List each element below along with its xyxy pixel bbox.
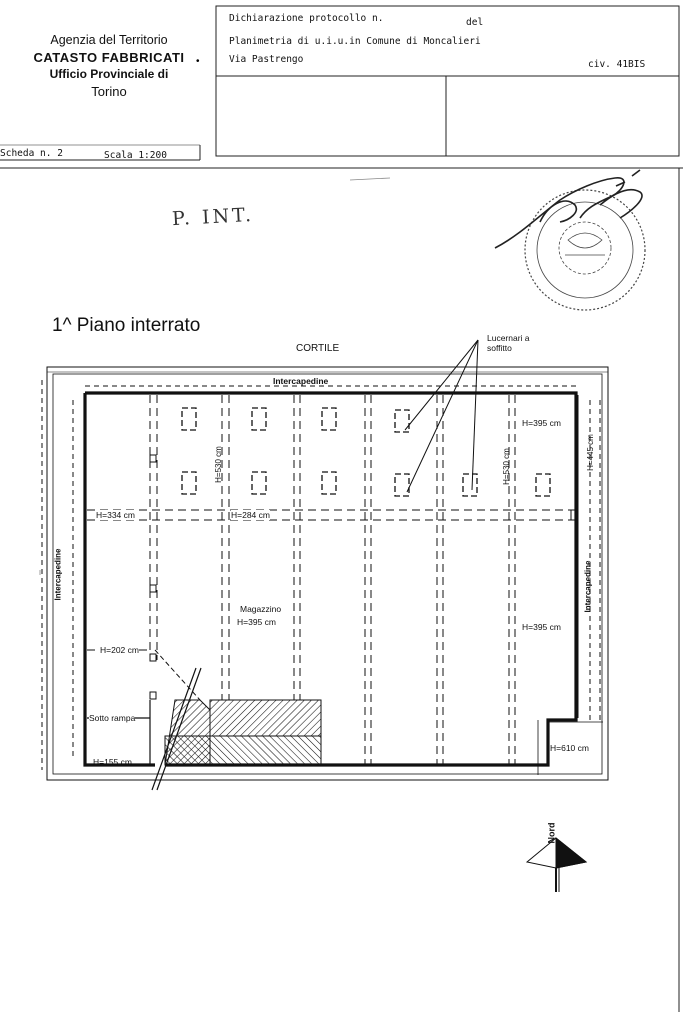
beam-lines-vertical bbox=[149, 395, 516, 765]
building-walls bbox=[46, 366, 609, 781]
header-frame bbox=[0, 5, 683, 1012]
official-stamp bbox=[524, 189, 646, 311]
header-dot: • bbox=[196, 56, 200, 67]
pillars bbox=[149, 454, 578, 700]
lucernari-label: Lucernari a bbox=[487, 333, 530, 343]
intercapedine-top-label: Intercapedine bbox=[273, 376, 329, 386]
catasto-title: CATASTO FABBRICATI bbox=[33, 50, 185, 65]
height-155: H=155 cm bbox=[93, 757, 132, 767]
beam-lines-horizontal bbox=[87, 509, 575, 651]
height-445: H=445 cm bbox=[585, 434, 595, 471]
intercapedine-right-label: Intercapedine bbox=[583, 560, 593, 613]
intercapedine-left-label: Intercapedine bbox=[53, 548, 63, 601]
cortile-label: CORTILE bbox=[296, 343, 340, 354]
height-395-top: H=395 cm bbox=[522, 418, 561, 428]
sotto-rampa-label: Sotto rampa bbox=[89, 713, 136, 723]
skylights bbox=[181, 407, 551, 497]
soffitto-label: soffitto bbox=[487, 343, 512, 353]
skylight-leader-lines bbox=[404, 339, 479, 493]
signature bbox=[494, 169, 643, 249]
height-610: H=610 cm bbox=[550, 743, 589, 753]
north-arrow bbox=[525, 836, 588, 892]
agency-block: Agenzia del Territorio CATASTO FABBRICAT… bbox=[14, 32, 204, 100]
city-label: Torino bbox=[91, 84, 127, 99]
agency-name: Agenzia del Territorio bbox=[50, 33, 168, 47]
office-label: Ufficio Provinciale di bbox=[49, 67, 169, 81]
ramp-area bbox=[87, 649, 322, 791]
height-395-right: H=395 cm bbox=[522, 622, 561, 632]
height-202: H=202 cm bbox=[100, 645, 139, 655]
scale-label: Scala 1:200 bbox=[104, 150, 167, 161]
civic-number: civ. 41BIS bbox=[588, 59, 646, 70]
north-label: Nord bbox=[546, 822, 557, 844]
declaration-del: del bbox=[466, 17, 484, 28]
plan-title: 1^ Piano interrato bbox=[52, 315, 201, 336]
intercapedine-dashes bbox=[41, 380, 601, 770]
magazzino-height: H=395 cm bbox=[237, 617, 276, 627]
scheda-label: Scheda n. 2 bbox=[0, 148, 63, 159]
height-334: H=334 cm bbox=[96, 510, 135, 520]
address-label: Via Pastrengo bbox=[229, 54, 304, 65]
height-284: H=284 cm bbox=[231, 510, 270, 520]
declaration-label: Dichiarazione protocollo n. bbox=[229, 13, 384, 24]
planimetria-label: Planimetria di u.i.u.in Comune di Moncal… bbox=[229, 36, 481, 47]
height-530-left: H=530 cm bbox=[213, 446, 223, 483]
magazzino-label: Magazzino bbox=[240, 604, 282, 614]
height-530-right: H=530 cm bbox=[501, 448, 511, 485]
